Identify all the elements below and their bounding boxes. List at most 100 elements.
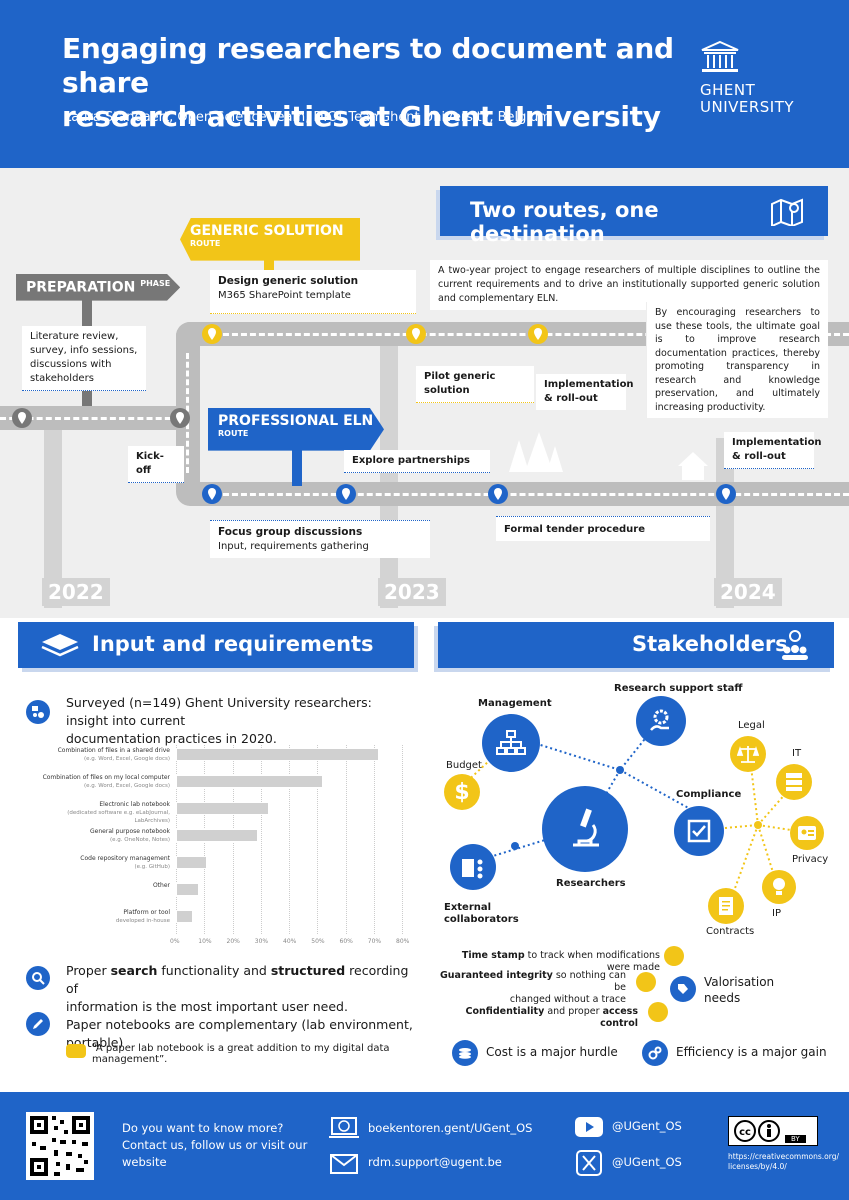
title-line-1: Engaging researchers to document and sha… bbox=[62, 32, 674, 99]
compliance-node bbox=[674, 806, 724, 856]
chart-category-label: Combination of files in a shared drive(e… bbox=[30, 747, 170, 763]
tender-label: Formal tender procedure bbox=[496, 516, 710, 541]
chart-tick-label: 60% bbox=[339, 938, 353, 945]
youtube-icon bbox=[575, 1117, 603, 1137]
chart-gridline bbox=[260, 745, 262, 934]
authors: Laura Standaert, Open Science Team, DICT… bbox=[64, 110, 383, 125]
email-link[interactable]: rdm.support@ugent.be bbox=[368, 1155, 502, 1169]
survey-icon bbox=[26, 700, 50, 724]
website-link[interactable]: boekentoren.gent/UGent_OS bbox=[368, 1121, 533, 1135]
ip-label: IP bbox=[772, 908, 781, 919]
chart-bar bbox=[176, 910, 193, 923]
chart-gridline bbox=[373, 745, 375, 934]
focus-box: Focus group discussions Input, requireme… bbox=[210, 520, 430, 558]
stakeholders-heading: Stakeholders bbox=[632, 632, 788, 656]
chart-category-name: Platform or tool bbox=[123, 909, 170, 916]
university-building-icon bbox=[701, 40, 739, 72]
youtube-handle[interactable]: @UGent_OS bbox=[612, 1119, 682, 1133]
chart-category-label: General purpose notebook(e.g. OneNote, N… bbox=[30, 828, 170, 844]
external-label: External collaborators bbox=[444, 902, 519, 925]
contracts-label: Contracts bbox=[706, 926, 755, 937]
chart-gridline bbox=[317, 745, 319, 934]
chart-category-note: (e.g. Word, Excel, Google docs) bbox=[84, 783, 170, 789]
researchers-label: Researchers bbox=[556, 878, 626, 889]
pin-focus bbox=[202, 484, 222, 504]
chart-category-name: Combination of files on my local compute… bbox=[42, 774, 170, 781]
chart-tick-label: 70% bbox=[367, 938, 382, 945]
chart-category-label: Other bbox=[30, 882, 170, 890]
pin-explore bbox=[336, 484, 356, 504]
preparation-text: Literature review, survey, info sessions… bbox=[22, 326, 146, 391]
microscope-icon bbox=[573, 808, 599, 847]
license-url[interactable]: https://creativecommons.org/ licenses/by… bbox=[728, 1152, 839, 1171]
chart-bar bbox=[176, 802, 270, 815]
ghent-university-logo: GHENT UNIVERSITY bbox=[700, 40, 800, 116]
creative-commons-icon: cc bbox=[734, 1120, 780, 1142]
dollar-icon: $ bbox=[444, 774, 480, 810]
chart-category-note: (dedicated software e.g. eLabJournal, La… bbox=[67, 810, 170, 824]
timeline-section: 2022 2023 2024 Two routes, one destinati… bbox=[0, 168, 849, 618]
pencil-icon bbox=[26, 1012, 50, 1036]
pin-implementation-eln bbox=[716, 484, 736, 504]
trees-icon bbox=[509, 432, 563, 472]
year-line-2023 bbox=[380, 338, 398, 608]
gear-hand-icon bbox=[650, 709, 669, 731]
coins-icon bbox=[452, 1040, 478, 1066]
year-label-2022: 2022 bbox=[42, 578, 110, 606]
envelope-icon bbox=[330, 1154, 358, 1174]
chart-tick-label: 50% bbox=[311, 938, 325, 945]
budget-label: Budget bbox=[446, 760, 482, 771]
chart-tick-label: 30% bbox=[254, 938, 269, 945]
preparation-sign: PREPARATION PHASE bbox=[16, 274, 181, 301]
design-subtitle: M365 SharePoint template bbox=[218, 290, 351, 301]
poster-title: Engaging researchers to document and sha… bbox=[62, 32, 682, 134]
generic-solution-sign: GENERIC SOLUTION ROUTE bbox=[180, 218, 360, 261]
gears-icon bbox=[642, 1040, 668, 1066]
building-people-icon bbox=[462, 859, 483, 879]
confidentiality-text: Confidentiality and proper access contro… bbox=[465, 1006, 638, 1029]
valorisation-text: Valorisation needs bbox=[704, 975, 775, 1005]
researchers-node bbox=[542, 786, 628, 872]
chart-bar bbox=[176, 829, 258, 842]
year-label-2023: 2023 bbox=[378, 578, 446, 606]
chart-tick-label: 0% bbox=[170, 938, 180, 945]
id-card-icon bbox=[790, 816, 824, 850]
chart-tick-label: 80% bbox=[396, 938, 410, 945]
lock-icon bbox=[648, 1002, 668, 1022]
intro-text: A two-year project to engage researchers… bbox=[430, 260, 828, 310]
routes-banner: Two routes, one destination bbox=[440, 186, 828, 246]
logo-text-2: UNIVERSITY bbox=[700, 98, 795, 116]
map-icon bbox=[771, 198, 803, 226]
cc-by-badge: cc BY bbox=[728, 1116, 818, 1146]
x-handle[interactable]: @UGent_OS bbox=[612, 1155, 682, 1169]
chart-category-name: Electronic lab notebook bbox=[99, 801, 170, 808]
design-box: Design generic solution M365 SharePoint … bbox=[210, 270, 416, 314]
cost-text: Cost is a major hurdle bbox=[486, 1045, 618, 1059]
license-label: BY bbox=[785, 1135, 806, 1143]
chart-category-note: (e.g. Word, Excel, Google docs) bbox=[84, 756, 170, 762]
org-chart-icon bbox=[496, 730, 526, 755]
eln-sign-pole bbox=[292, 430, 302, 486]
kickoff-label: Kick-off bbox=[128, 446, 184, 483]
year-line-2022 bbox=[44, 418, 62, 608]
x-logo-icon bbox=[576, 1150, 602, 1176]
qr-code-icon[interactable] bbox=[26, 1112, 94, 1180]
layers-icon bbox=[41, 634, 79, 657]
lightbulb-icon bbox=[762, 870, 796, 904]
it-label: IT bbox=[792, 748, 802, 759]
pin-pilot bbox=[406, 324, 426, 344]
timestamp-text: Time stamp to track when modifications w… bbox=[461, 950, 660, 973]
explore-label: Explore partnerships bbox=[344, 450, 490, 473]
header: Engaging researchers to document and sha… bbox=[0, 0, 849, 168]
chart-gridline bbox=[289, 745, 290, 934]
chart-category-name: Code repository management bbox=[80, 855, 170, 862]
pin-kickoff bbox=[170, 408, 190, 428]
chart-category-label: Code repository management(e.g. GitHub) bbox=[30, 855, 170, 871]
chart-tick-label: 10% bbox=[198, 938, 212, 945]
clock-icon bbox=[664, 946, 684, 966]
chart-category-name: Other bbox=[152, 882, 170, 889]
chart-bar bbox=[176, 748, 380, 761]
contract-icon bbox=[708, 888, 744, 924]
pilot-label: Pilot generic solution bbox=[416, 366, 534, 403]
